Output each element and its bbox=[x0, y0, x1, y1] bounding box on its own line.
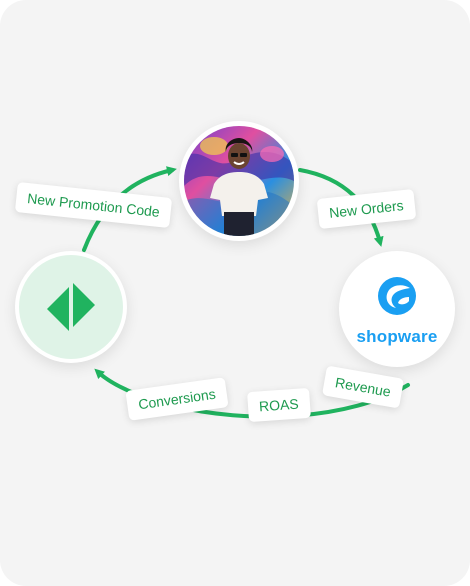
shopware-node: shopware bbox=[339, 251, 455, 367]
arrow-shop-to-app bbox=[94, 368, 410, 419]
label-roas: ROAS bbox=[247, 387, 311, 423]
app-node bbox=[15, 251, 127, 363]
person-photo bbox=[184, 126, 294, 236]
shopware-wordmark: shopware bbox=[356, 327, 438, 346]
shopware-logo-icon bbox=[378, 277, 416, 315]
app-logo-circle bbox=[19, 255, 123, 359]
person-photo-node bbox=[179, 121, 299, 241]
app-logo-icon bbox=[47, 283, 95, 331]
